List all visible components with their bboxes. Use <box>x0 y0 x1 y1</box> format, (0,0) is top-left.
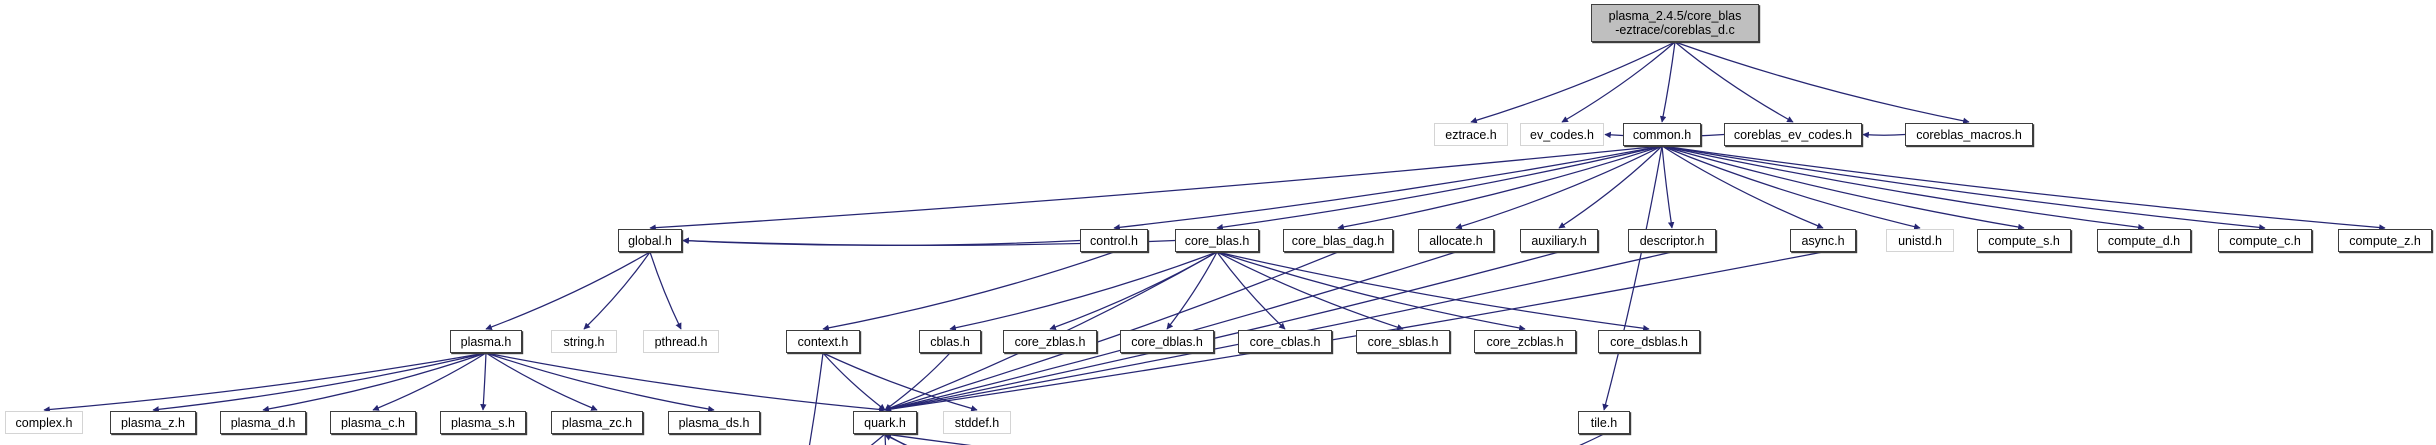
graph-edge <box>583 251 651 330</box>
graph-edge <box>1579 433 1605 445</box>
graph-edge <box>485 352 598 411</box>
graph-node-async[interactable]: async.h <box>1790 229 1856 252</box>
graph-node-coreblas_macros[interactable]: coreblas_macros.h <box>1905 123 2033 146</box>
graph-edge <box>1216 251 1286 330</box>
graph-node-tile[interactable]: tile.h <box>1578 411 1630 434</box>
graph-edge <box>1674 41 1794 123</box>
graph-edge <box>1661 145 2266 231</box>
graph-node-ev_codes[interactable]: ev_codes.h <box>1520 123 1604 146</box>
graph-edge <box>1455 145 1663 230</box>
graph-node-descriptor[interactable]: descriptor.h <box>1628 229 1716 252</box>
graph-edge <box>485 352 886 413</box>
graph-edge <box>1862 131 1906 139</box>
graph-node-core_blas_dag[interactable]: core_blas_dag.h <box>1283 229 1393 252</box>
graph-edge <box>1216 251 1650 332</box>
graph-node-plasma_zc[interactable]: plasma_zc.h <box>551 411 643 434</box>
graph-edge <box>1661 145 2145 231</box>
graph-node-root[interactable]: plasma_2.4.5/core_blas -eztrace/coreblas… <box>1591 4 1759 42</box>
graph-edge <box>1216 251 1526 332</box>
graph-edge <box>1113 145 1663 231</box>
graph-node-compute_s[interactable]: compute_s.h <box>1977 229 2071 252</box>
graph-edge <box>480 352 487 411</box>
graph-node-context[interactable]: context.h <box>786 330 860 353</box>
graph-node-eztrace[interactable]: eztrace.h <box>1434 123 1508 146</box>
graph-edge <box>1216 251 1404 331</box>
graph-edge <box>682 237 1081 247</box>
graph-edge <box>649 145 1663 231</box>
graph-edge <box>884 433 972 445</box>
graph-edge <box>43 352 487 413</box>
graph-edge <box>1561 41 1676 123</box>
graph-node-core_dsblas[interactable]: core_dsblas.h <box>1598 330 1700 353</box>
graph-edge <box>1661 145 1921 230</box>
graph-node-core_zcblas[interactable]: core_zcblas.h <box>1474 330 1576 353</box>
graph-node-complex[interactable]: complex.h <box>5 411 83 434</box>
graph-node-unistd[interactable]: unistd.h <box>1886 229 1954 252</box>
graph-edge <box>152 352 487 413</box>
graph-node-control[interactable]: control.h <box>1080 229 1148 252</box>
graph-node-plasma[interactable]: plasma.h <box>450 330 522 353</box>
graph-node-coreblas_ev_codes[interactable]: coreblas_ev_codes.h <box>1724 123 1862 146</box>
graph-node-allocate[interactable]: allocate.h <box>1418 229 1494 252</box>
graph-edge <box>1661 145 1675 229</box>
graph-node-compute_z[interactable]: compute_z.h <box>2338 229 2432 252</box>
graph-edge <box>1661 145 1824 229</box>
graph-node-global[interactable]: global.h <box>618 229 682 252</box>
graph-node-string[interactable]: string.h <box>551 330 617 353</box>
graph-edge <box>822 352 978 412</box>
graph-edge <box>884 433 887 445</box>
graph-edge <box>1337 145 1663 231</box>
graph-node-core_dblas[interactable]: core_dblas.h <box>1120 330 1214 353</box>
graph-edge <box>1661 145 2386 231</box>
graph-edge <box>870 433 886 445</box>
graph-edge <box>1674 41 1970 125</box>
graph-edge <box>884 352 951 411</box>
graph-edge <box>1558 145 1663 229</box>
graph-edge <box>1216 145 1663 231</box>
graph-node-plasma_ds[interactable]: plasma_ds.h <box>668 411 760 434</box>
graph-node-plasma_z[interactable]: plasma_z.h <box>110 411 196 434</box>
graph-edge <box>649 251 682 330</box>
graph-node-compute_c[interactable]: compute_c.h <box>2218 229 2312 252</box>
graph-edge <box>808 352 824 445</box>
graph-edge <box>884 434 908 445</box>
graph-node-plasma_d[interactable]: plasma_d.h <box>220 411 306 434</box>
graph-node-core_cblas[interactable]: core_cblas.h <box>1238 330 1332 353</box>
graph-node-plasma_c[interactable]: plasma_c.h <box>330 411 416 434</box>
graph-edge <box>884 251 1560 413</box>
graph-edge <box>1166 251 1218 330</box>
graph-node-plasma_s[interactable]: plasma_s.h <box>440 411 526 434</box>
graph-node-pthread[interactable]: pthread.h <box>643 330 719 353</box>
graph-edge <box>262 352 487 413</box>
graph-node-cblas[interactable]: cblas.h <box>919 330 981 353</box>
graph-edge <box>1661 145 2025 231</box>
graph-edge <box>822 251 1115 332</box>
graph-node-common[interactable]: common.h <box>1623 123 1701 146</box>
graph-node-stddef[interactable]: stddef.h <box>943 411 1011 434</box>
graph-node-core_blas[interactable]: core_blas.h <box>1175 229 1259 252</box>
graph-edge <box>1602 145 1663 411</box>
graph-edge <box>1470 41 1676 124</box>
graph-node-core_sblas[interactable]: core_sblas.h <box>1356 330 1450 353</box>
graph-node-auxiliary[interactable]: auxiliary.h <box>1520 229 1598 252</box>
graph-node-compute_d[interactable]: compute_d.h <box>2097 229 2191 252</box>
graph-node-quark[interactable]: quark.h <box>853 411 917 434</box>
graph-edge <box>949 251 1218 331</box>
graph-edge <box>485 352 715 413</box>
graph-edge <box>485 251 651 330</box>
graph-edge <box>1049 251 1218 331</box>
graph-edge <box>1659 41 1676 123</box>
graph-edge <box>884 433 907 445</box>
graph-node-core_zblas[interactable]: core_zblas.h <box>1003 330 1097 353</box>
graph-edge <box>372 352 487 411</box>
graph-edge <box>822 352 886 411</box>
